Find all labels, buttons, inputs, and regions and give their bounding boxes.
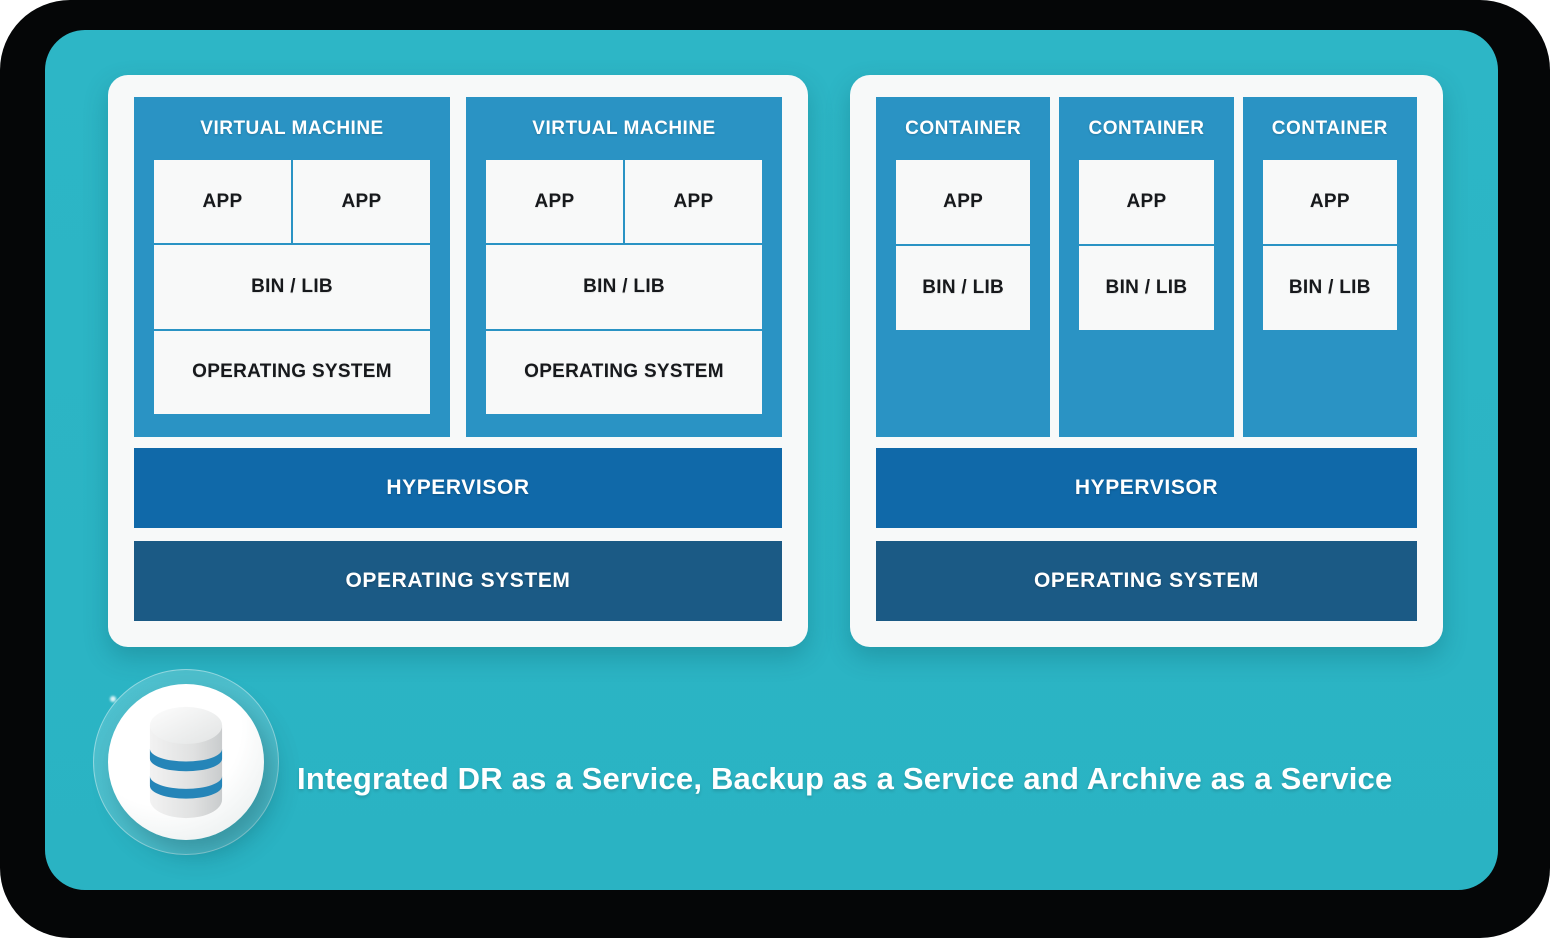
vm-stack: APP APP BIN / LIB OPERATING SYSTEM	[154, 160, 430, 414]
host-os-bar: OPERATING SYSTEM	[134, 541, 782, 621]
app-row: APP APP	[154, 160, 430, 244]
container-stack: APP BIN / LIB	[1262, 160, 1397, 330]
app-cell: APP	[896, 160, 1031, 244]
hypervisor-bar: HYPERVISOR	[876, 448, 1417, 528]
vm-boxes-row: VIRTUAL MACHINE APP APP BIN / LIB OPERAT…	[134, 97, 782, 437]
container-title: CONTAINER	[905, 117, 1022, 139]
vm-architecture-panel: VIRTUAL MACHINE APP APP BIN / LIB OPERAT…	[108, 75, 808, 647]
bin-lib-cell: BIN / LIB	[486, 245, 762, 329]
database-icon-circle	[108, 684, 264, 840]
container-boxes-row: CONTAINER APP BIN / LIB CONTAINER APP BI…	[876, 97, 1417, 437]
vm-title: VIRTUAL MACHINE	[532, 117, 716, 139]
guest-os-cell: OPERATING SYSTEM	[486, 330, 762, 414]
container-title: CONTAINER	[1088, 117, 1205, 139]
container-box-2: CONTAINER APP BIN / LIB	[1059, 97, 1234, 437]
bin-lib-cell: BIN / LIB	[1262, 246, 1397, 330]
database-icon	[149, 706, 223, 818]
vm-stack: APP APP BIN / LIB OPERATING SYSTEM	[486, 160, 762, 414]
container-stack: APP BIN / LIB	[896, 160, 1031, 330]
bin-lib-cell: BIN / LIB	[154, 245, 430, 329]
bin-lib-cell: BIN / LIB	[896, 246, 1031, 330]
database-icon-ring	[93, 669, 279, 855]
bin-lib-cell: BIN / LIB	[1079, 246, 1214, 330]
app-cell: APP	[1079, 160, 1214, 244]
virtual-machine-box-1: VIRTUAL MACHINE APP APP BIN / LIB OPERAT…	[134, 97, 450, 437]
container-architecture-panel: CONTAINER APP BIN / LIB CONTAINER APP BI…	[850, 75, 1443, 647]
vm-title: VIRTUAL MACHINE	[200, 117, 384, 139]
app-cell: APP	[625, 160, 762, 244]
footer-caption: Integrated DR as a Service, Backup as a …	[297, 761, 1393, 796]
teal-canvas: VIRTUAL MACHINE APP APP BIN / LIB OPERAT…	[45, 30, 1498, 890]
host-os-bar: OPERATING SYSTEM	[876, 541, 1417, 621]
sparkle-highlight	[110, 696, 116, 702]
app-cell: APP	[154, 160, 291, 244]
hypervisor-bar: HYPERVISOR	[134, 448, 782, 528]
app-cell: APP	[486, 160, 623, 244]
virtual-machine-box-2: VIRTUAL MACHINE APP APP BIN / LIB OPERAT…	[466, 97, 782, 437]
container-box-3: CONTAINER APP BIN / LIB	[1242, 97, 1417, 437]
container-title: CONTAINER	[1271, 117, 1388, 139]
app-row: APP APP	[486, 160, 762, 244]
app-cell: APP	[1262, 160, 1397, 244]
app-cell: APP	[293, 160, 430, 244]
container-box-1: CONTAINER APP BIN / LIB	[876, 97, 1051, 437]
guest-os-cell: OPERATING SYSTEM	[154, 330, 430, 414]
container-stack: APP BIN / LIB	[1079, 160, 1214, 330]
